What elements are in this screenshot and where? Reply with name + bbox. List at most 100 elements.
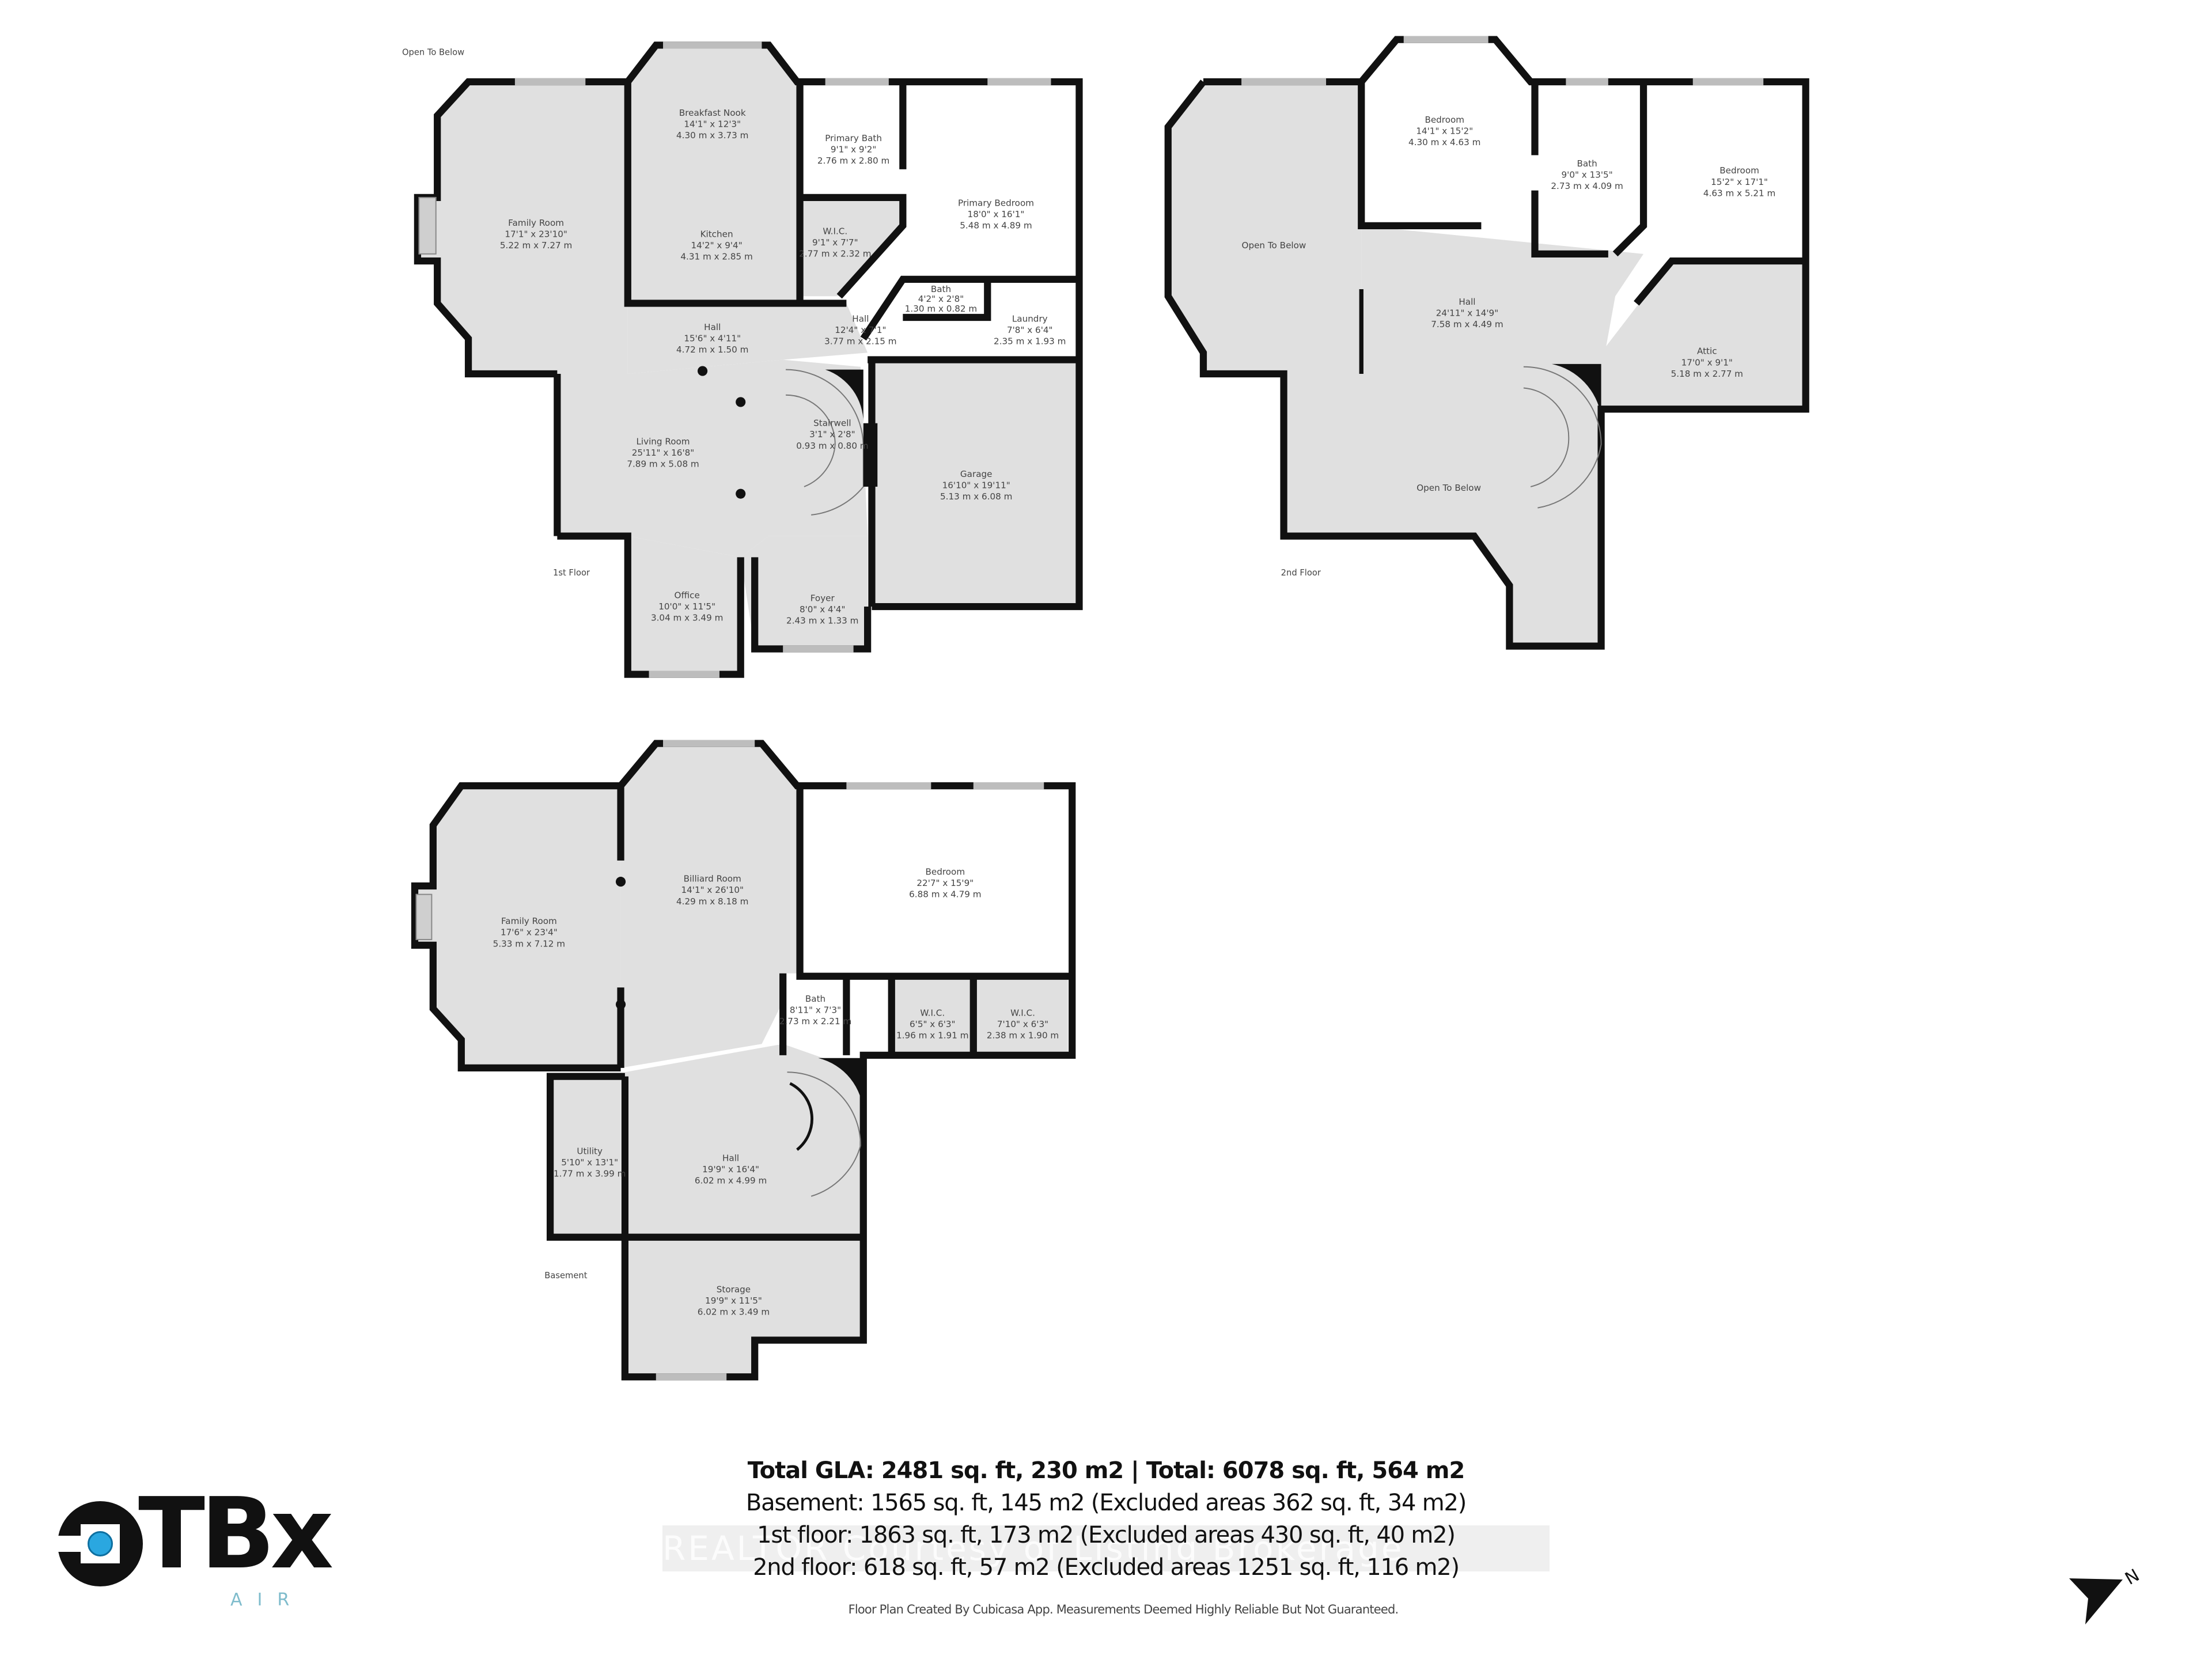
fireplace-icon-b (415, 893, 433, 940)
annotation-open-to-below-2f-b: Open To Below (1416, 483, 1481, 493)
svg-text:0.93 m x 0.80 m: 0.93 m x 0.80 m (796, 441, 868, 451)
svg-text:1.77 m x 3.99 m: 1.77 m x 3.99 m (554, 1168, 626, 1179)
svg-text:2.73 m x 4.09 m: 2.73 m x 4.09 m (1551, 181, 1623, 191)
svg-text:Utility: Utility (577, 1146, 603, 1156)
svg-text:Laundry: Laundry (1012, 313, 1048, 324)
svg-text:5.13 m x 6.08 m: 5.13 m x 6.08 m (940, 491, 1012, 502)
svg-text:24'11" x 14'9": 24'11" x 14'9" (1436, 308, 1499, 319)
svg-text:W.I.C.: W.I.C. (1010, 1007, 1035, 1018)
otbx-air-logo: TBx AIR (55, 1485, 357, 1613)
room-label-garage: Garage 16'10" x 19'11" 5.13 m x 6.08 m (940, 469, 1012, 502)
floor-title-1st: 1st Floor (553, 568, 590, 578)
room-label-bath-2f: Bath 9'0" x 13'5" 2.73 m x 4.09 m (1551, 158, 1623, 191)
svg-text:1.96 m x 1.91 m: 1.96 m x 1.91 m (896, 1030, 968, 1040)
svg-text:1.30 m x 0.82 m: 1.30 m x 0.82 m (905, 304, 977, 314)
svg-text:Hall: Hall (852, 313, 869, 324)
svg-text:17'0" x 9'1": 17'0" x 9'1" (1681, 357, 1733, 368)
basement-plan: Family Room 17'6" x 23'4" 5.33 m x 7.12 … (411, 740, 1076, 1381)
room-office (627, 536, 741, 675)
svg-text:6.88 m x 4.79 m: 6.88 m x 4.79 m (909, 889, 981, 900)
room-label-primary-bedroom: Primary Bedroom 18'0" x 16'1" 5.48 m x 4… (958, 198, 1034, 231)
room-hall-b (624, 1044, 863, 1237)
svg-text:6.02 m x 4.99 m: 6.02 m x 4.99 m (695, 1176, 767, 1186)
svg-text:Storage: Storage (717, 1284, 751, 1294)
svg-text:5.48 m x 4.89 m: 5.48 m x 4.89 m (960, 221, 1032, 231)
floor-annotation-open-to-below: Open To Below (402, 48, 464, 58)
room-shower-b (850, 976, 889, 1055)
room-attic (1601, 261, 1806, 410)
room-hall-1f (627, 303, 868, 374)
svg-text:2.35 m x 1.93 m: 2.35 m x 1.93 m (994, 336, 1066, 347)
total-gla: Total GLA: 2481 sq. ft, 230 m2 | Total: … (747, 1457, 1465, 1484)
room-label-wic-b-b: W.I.C. 7'10" x 6'3" 2.38 m x 1.90 m (987, 1007, 1059, 1040)
svg-text:Billiard Room: Billiard Room (684, 874, 741, 884)
svg-text:10'0" x 11'5": 10'0" x 11'5" (658, 601, 715, 612)
svg-text:Attic: Attic (1697, 346, 1717, 357)
svg-text:W.I.C.: W.I.C. (920, 1007, 945, 1018)
north-arrow-icon: N (2069, 1567, 2143, 1624)
svg-text:9'1" x 7'7": 9'1" x 7'7" (812, 237, 858, 248)
svg-text:7.58 m x 4.49 m: 7.58 m x 4.49 m (1431, 319, 1503, 329)
second-floor-area: 2nd floor: 618 sq. ft, 57 m2 (Excluded a… (753, 1554, 1460, 1581)
svg-text:Bedroom: Bedroom (926, 866, 965, 877)
svg-text:8'0" x 4'4": 8'0" x 4'4" (800, 604, 846, 615)
room-label-bedroom-2f-a: Bedroom 14'1" x 15'2" 4.30 m x 4.63 m (1408, 115, 1480, 147)
room-label-attic: Attic 17'0" x 9'1" 5.18 m x 2.77 m (1671, 346, 1743, 379)
basement-area: Basement: 1565 sq. ft, 145 m2 (Excluded … (745, 1490, 1467, 1516)
room-billiard (620, 743, 797, 1068)
svg-text:7'8" x 6'4": 7'8" x 6'4" (1007, 325, 1053, 335)
svg-text:Bath: Bath (931, 284, 951, 294)
room-bedroom-2f-a (1361, 39, 1531, 226)
room-label-hall-b: Hall 19'9" x 16'4" 6.02 m x 4.99 m (695, 1153, 767, 1186)
svg-text:4.29 m x 8.18 m: 4.29 m x 8.18 m (676, 896, 748, 907)
second-floor-plan: Open To Below Open To Below Bedroom 14'1… (1164, 36, 1809, 650)
svg-text:14'1" x 12'3": 14'1" x 12'3" (684, 119, 741, 129)
svg-text:Living Room: Living Room (636, 436, 690, 446)
room-primary-bath (800, 82, 903, 198)
room-label-wic-1f: W.I.C. 9'1" x 7'7" 2.77 m x 2.32 m (799, 226, 871, 259)
watermark: REALTOR Courtesy of Listing Brokerage (662, 1525, 1550, 1571)
svg-text:2.38 m x 1.90 m: 2.38 m x 1.90 m (987, 1030, 1059, 1040)
room-living-room (557, 359, 868, 558)
svg-text:Bedroom: Bedroom (1425, 115, 1464, 125)
svg-text:W.I.C.: W.I.C. (823, 226, 847, 237)
svg-text:18'0" x 16'1": 18'0" x 16'1" (968, 209, 1025, 219)
svg-text:Hall: Hall (1459, 297, 1475, 307)
room-bedroom-b (800, 786, 1073, 976)
svg-text:14'1" x 15'2": 14'1" x 15'2" (1416, 126, 1473, 137)
room-bath-2f (1535, 82, 1644, 254)
room-laundry (987, 282, 1073, 360)
svg-text:3.77 m x 2.15 m: 3.77 m x 2.15 m (824, 336, 896, 347)
svg-text:6'5" x 6'3": 6'5" x 6'3" (910, 1019, 956, 1029)
room-family-room-b (415, 786, 621, 1068)
room-bedroom-2f-b (1615, 82, 1806, 304)
svg-text:Family Room: Family Room (508, 218, 564, 228)
room-bath-b (783, 973, 847, 1055)
room-label-bedroom-2f-b: Bedroom 15'2" x 17'1" 4.63 m x 5.21 m (1703, 165, 1775, 198)
svg-text:25'11" x 16'8": 25'11" x 16'8" (632, 448, 695, 458)
svg-text:5'10" x 13'1": 5'10" x 13'1" (561, 1157, 618, 1168)
svg-text:7.89 m x 5.08 m: 7.89 m x 5.08 m (627, 459, 699, 469)
svg-text:5.33 m x 7.12 m: 5.33 m x 7.12 m (493, 938, 565, 949)
svg-text:Hall: Hall (722, 1153, 739, 1164)
disclaimer: Floor Plan Created By Cubicasa App. Meas… (848, 1603, 1399, 1616)
floor-title-basement: Basement (544, 1271, 587, 1281)
svg-text:4'2" x 2'8": 4'2" x 2'8" (918, 294, 964, 304)
svg-text:6.02 m x 3.49 m: 6.02 m x 3.49 m (698, 1306, 770, 1317)
svg-text:7'10" x 6'3": 7'10" x 6'3" (997, 1019, 1048, 1029)
svg-text:17'6" x 23'4": 17'6" x 23'4" (501, 927, 558, 938)
svg-text:Hall: Hall (704, 322, 721, 332)
svg-text:19'9" x 16'4": 19'9" x 16'4" (702, 1164, 759, 1175)
stairs-icon (786, 369, 864, 516)
room-label-storage: Storage 19'9" x 11'5" 6.02 m x 3.49 m (698, 1284, 770, 1317)
room-garage (872, 359, 1080, 607)
svg-text:Kitchen: Kitchen (700, 229, 733, 239)
svg-text:12'4" x 7'1": 12'4" x 7'1" (835, 325, 886, 335)
logo-subtext: AIR (230, 1590, 305, 1610)
room-open-to-below-2f-b (1283, 373, 1601, 646)
svg-text:22'7" x 15'9": 22'7" x 15'9" (916, 878, 974, 888)
svg-text:4.31 m x 2.85 m: 4.31 m x 2.85 m (680, 252, 752, 262)
room-label-kitchen: Kitchen 14'2" x 9'4" 4.31 m x 2.85 m (680, 229, 752, 262)
svg-text:14'1" x 26'10": 14'1" x 26'10" (681, 885, 744, 895)
